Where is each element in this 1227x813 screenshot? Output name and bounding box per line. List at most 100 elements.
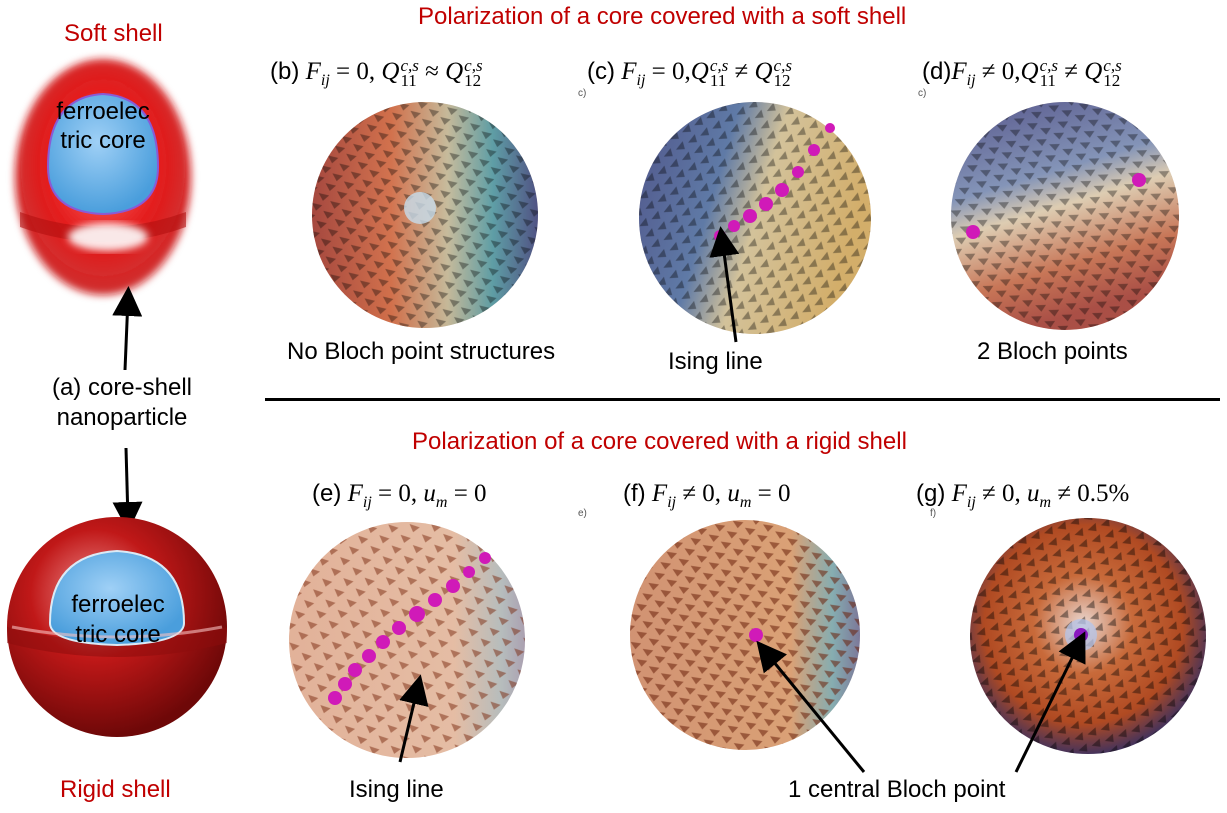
panel-d-caption: 2 Bloch points — [977, 338, 1128, 365]
sphere-e — [289, 522, 525, 758]
sub-12: 12 — [773, 71, 791, 91]
soft-shell-nanoparticle-image — [15, 59, 191, 295]
panel-e-tag: (e) — [312, 480, 342, 507]
u-symbol: u — [1027, 480, 1040, 507]
neq-zero: ≠ 0, — [975, 480, 1021, 507]
panel-e-caption: Ising line — [349, 776, 444, 803]
panel-c-tag: (c) — [587, 58, 615, 86]
ising-arrow-e — [398, 674, 429, 763]
cs-superscript: c,s — [709, 56, 729, 75]
eq-zero-end: = 0 — [751, 480, 791, 507]
panel-g-condition: (g) Fij ≠ 0, um ≠ 0.5% — [916, 480, 1129, 512]
ij-subscript: ij — [320, 72, 330, 90]
nanoparticle-label: (a) core-shell nanoparticle — [12, 373, 232, 433]
core-label-line2: tric core — [75, 621, 161, 648]
ising-line-e — [328, 552, 491, 705]
arrow-up — [112, 286, 143, 371]
sub-12: 12 — [464, 71, 482, 91]
rigid-shell-nanoparticle-image — [7, 517, 227, 737]
ij-subscript: ij — [667, 494, 677, 511]
core-label-line1: ferroelec — [71, 591, 165, 618]
central-bloch-point-caption: 1 central Bloch point — [788, 776, 1006, 803]
q-symbol: Q — [445, 58, 464, 86]
rigid-core-label: ferroelec tric core — [63, 590, 173, 650]
q-symbol: Q — [754, 58, 773, 86]
ising-arrow-c — [709, 226, 740, 343]
panel-b-tag: (b) — [270, 58, 300, 86]
cs-superscript: c,s — [400, 56, 419, 75]
row-separator — [265, 398, 1220, 401]
connector-arrows — [112, 286, 143, 532]
f-symbol: F — [951, 58, 967, 86]
eq-zero-end: = 0 — [447, 480, 487, 507]
m-subscript: m — [435, 494, 448, 511]
f-symbol: F — [651, 480, 668, 507]
sphere-b — [312, 102, 538, 328]
q-symbol: Q — [381, 58, 400, 86]
bloch-point-arrows — [756, 631, 1086, 773]
nanoparticle-line2: nanoparticle — [56, 404, 188, 431]
rigid-shell-title: Polarization of a core covered with a ri… — [412, 428, 907, 455]
cs-superscript: c,s — [1103, 56, 1122, 75]
panel-d-corner-mark: c) — [918, 88, 927, 99]
panel-e-condition: (e) Fij = 0, um = 0 — [312, 480, 487, 512]
sub-11: 11 — [400, 71, 417, 91]
q-symbol: Q — [1020, 58, 1039, 86]
neq-sign: ≠ — [728, 58, 755, 86]
m-subscript: m — [739, 494, 752, 511]
eq-zero: = 0, — [645, 58, 691, 86]
sphere-f — [630, 520, 860, 750]
bloch-point-1 — [966, 225, 980, 239]
soft-shell-title: Polarization of a core covered with a so… — [418, 3, 907, 30]
sphere-c — [639, 102, 871, 334]
q-symbol: Q — [1084, 58, 1103, 86]
cs-superscript: c,s — [1039, 56, 1058, 75]
neq-zero: ≠ 0, — [676, 480, 722, 507]
m-subscript: m — [1039, 494, 1052, 511]
sub-11: 11 — [1039, 71, 1056, 91]
soft-shell-label: Soft shell — [64, 20, 163, 47]
panel-f-corner-mark: e) — [578, 508, 587, 519]
sub-12: 12 — [1103, 71, 1121, 91]
panel-c-caption: Ising line — [668, 348, 763, 375]
eq-zero: = 0, — [329, 58, 376, 86]
soft-core-label: ferroelec tric core — [53, 97, 153, 155]
panel-f-condition: (f) Fij ≠ 0, um = 0 — [623, 480, 790, 512]
cs-superscript: c,s — [464, 56, 483, 75]
panel-g-tag: (g) — [916, 480, 946, 507]
rigid-shell-label: Rigid shell — [60, 776, 171, 803]
panel-d-tag: (d) — [922, 58, 952, 86]
panel-f-tag: (f) — [623, 480, 646, 507]
ij-subscript: ij — [636, 72, 646, 90]
ising-line-c — [714, 123, 835, 242]
nanoparticle-line1: (a) core-shell — [51, 374, 193, 401]
sub-11: 11 — [709, 71, 727, 91]
sphere-g — [970, 518, 1206, 754]
core-label-line1: ferroelec — [56, 98, 150, 125]
f-symbol: F — [347, 480, 363, 507]
neq-zero: ≠ 0, — [975, 58, 1021, 86]
bloch-point-f — [749, 628, 763, 642]
arrow-down — [112, 447, 143, 532]
neq-sign: ≠ — [1057, 58, 1085, 86]
u-symbol: u — [423, 480, 436, 507]
eq-zero: = 0, — [371, 480, 418, 507]
f-symbol: F — [951, 480, 967, 507]
cs-superscript: c,s — [773, 56, 792, 75]
panel-g-corner-mark: f) — [930, 508, 937, 519]
panel-c-corner-mark: c) — [578, 88, 587, 99]
sphere-d — [951, 102, 1179, 330]
panel-b-caption: No Bloch point structures — [287, 338, 556, 365]
approx-sign: ≈ — [418, 58, 446, 86]
ij-subscript: ij — [362, 494, 372, 511]
u-symbol: u — [727, 480, 740, 507]
